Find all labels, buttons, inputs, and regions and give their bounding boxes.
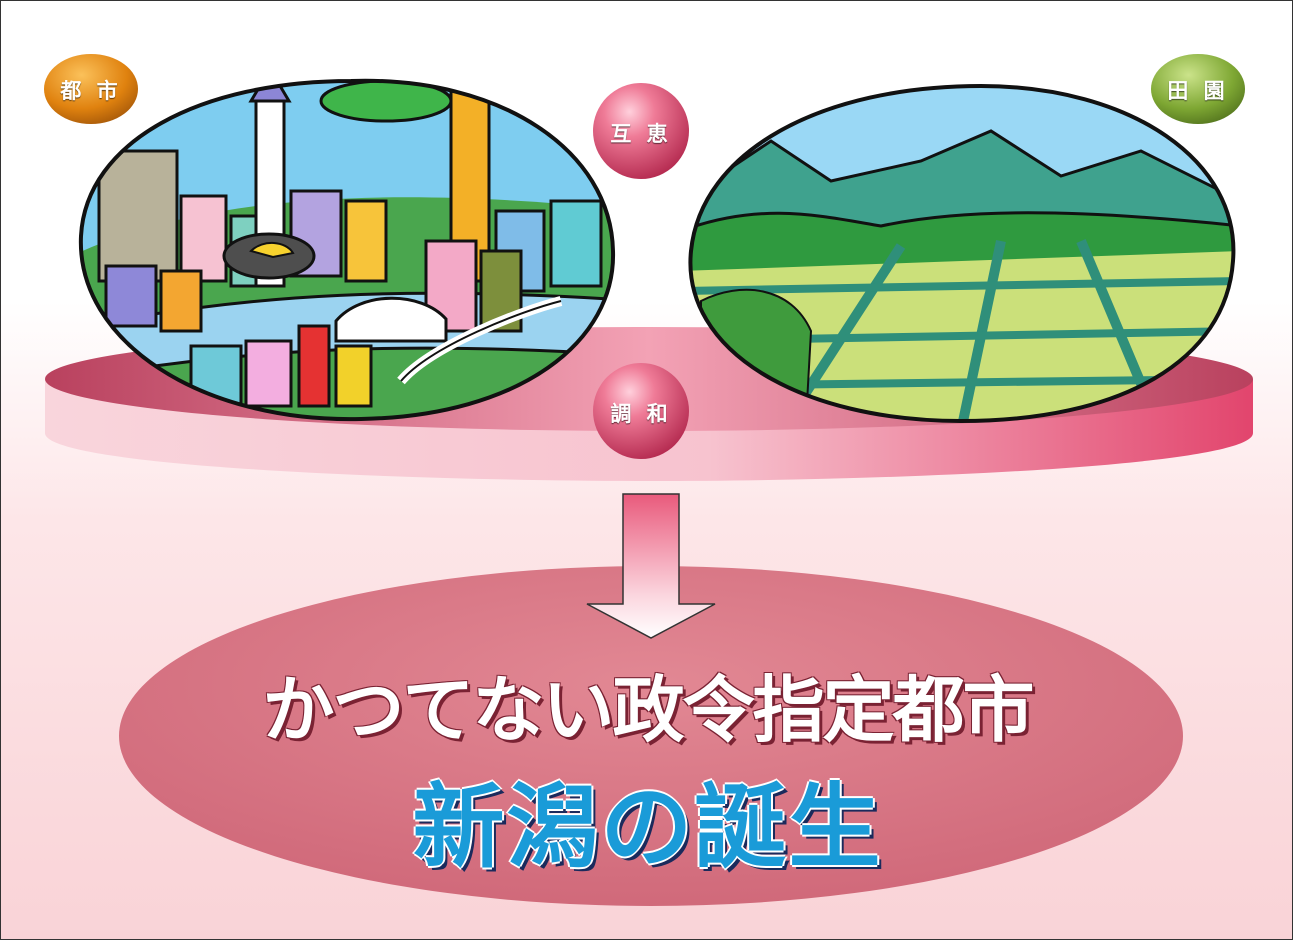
countryside-label: 田 園	[1167, 79, 1229, 103]
city-badge	[44, 54, 138, 124]
headline-oval	[119, 566, 1183, 906]
city-label: 都 市	[60, 79, 122, 103]
harmony-label: 調 和	[610, 402, 672, 426]
mutual-benefit-sphere	[593, 83, 689, 179]
headline-line-2: 新潟の誕生	[412, 774, 883, 881]
rice-field-countryside-illustration	[688, 83, 1236, 424]
harmony-sphere	[593, 363, 689, 459]
down-arrow-icon	[586, 493, 716, 639]
mutual-benefit-label: 互 恵	[610, 122, 672, 146]
countryside-badge	[1151, 54, 1245, 124]
headline-line-1: かつてない政令指定都市	[262, 668, 1034, 752]
city-skyline-illustration	[78, 78, 616, 422]
